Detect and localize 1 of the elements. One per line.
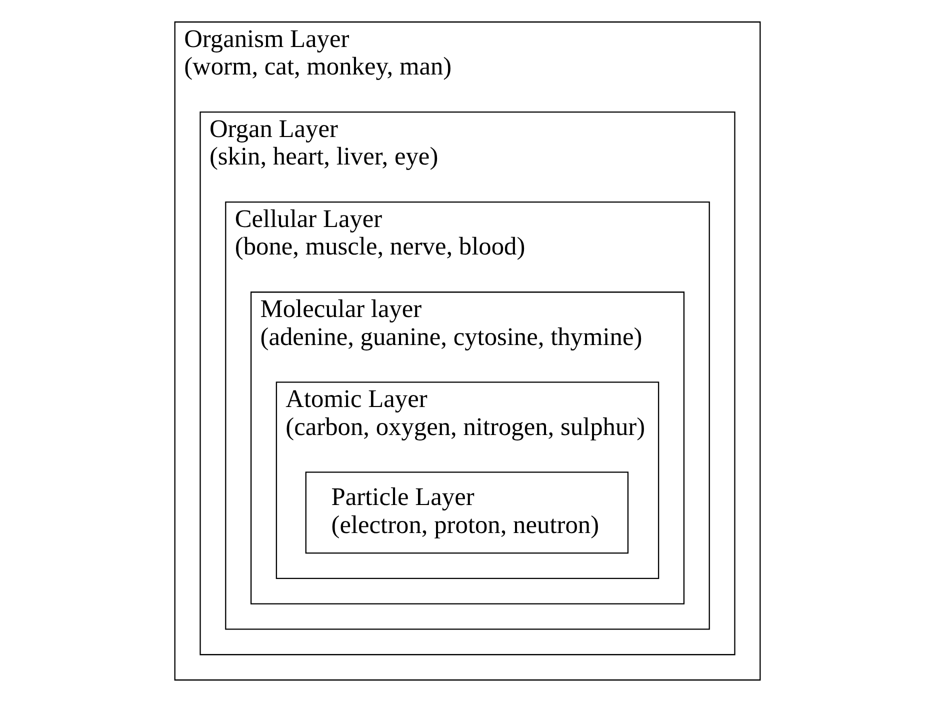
node-box: Particle Layer (electron, proton, neutron) (304, 472, 628, 554)
